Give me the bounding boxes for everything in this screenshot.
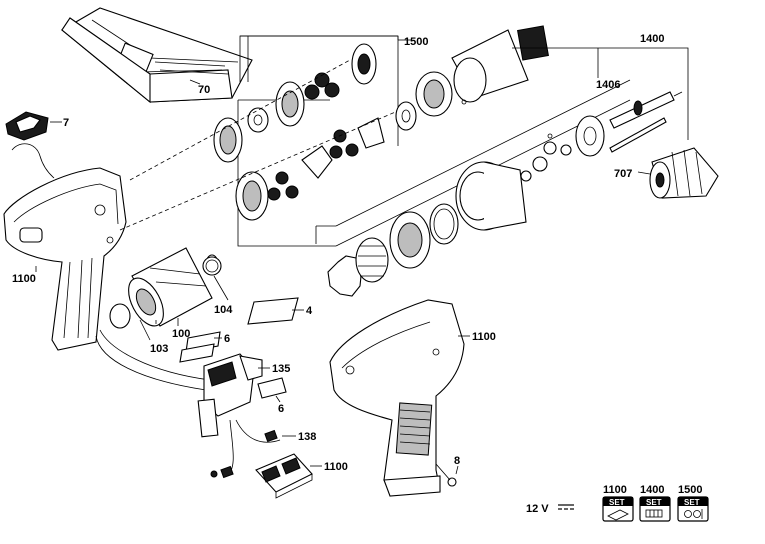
label-100: 100 bbox=[172, 328, 190, 340]
collar-spring-ring bbox=[429, 203, 459, 245]
set-1500-number: 1500 bbox=[678, 484, 702, 496]
ring-gear bbox=[415, 71, 453, 117]
label-1500: 1500 bbox=[404, 36, 428, 48]
set-1100-badge-text: SET bbox=[609, 498, 625, 507]
label-103: 103 bbox=[150, 343, 168, 355]
label-sticker bbox=[247, 297, 299, 325]
label-6-upper: 6 bbox=[224, 333, 230, 345]
label-1100-battery: 1100 bbox=[324, 461, 348, 473]
label-138: 138 bbox=[298, 431, 316, 443]
housing-half-right bbox=[329, 299, 465, 497]
label-1406: 1406 bbox=[596, 79, 620, 91]
bearing-set bbox=[520, 133, 572, 182]
gear-set-icon bbox=[684, 509, 703, 519]
motor-retaining-ring bbox=[202, 256, 222, 276]
keyless-chuck bbox=[649, 147, 719, 199]
trigger-switch bbox=[197, 353, 263, 438]
torque-collar bbox=[455, 161, 527, 231]
dc-symbol-icon bbox=[558, 504, 574, 510]
label-8: 8 bbox=[454, 455, 460, 467]
label-1400: 1400 bbox=[640, 33, 664, 45]
gearbox-set-icon bbox=[645, 509, 663, 518]
wire-connector bbox=[210, 429, 278, 479]
motor bbox=[109, 247, 219, 329]
voltage-label: 12 V bbox=[526, 503, 549, 515]
wiring-harness bbox=[95, 329, 281, 477]
label-1100-left: 1100 bbox=[12, 273, 36, 285]
housing-set-icon bbox=[607, 509, 629, 521]
spindle-shaft bbox=[609, 91, 683, 129]
label-135: 135 bbox=[272, 363, 290, 375]
label-707: 707 bbox=[614, 168, 632, 180]
battery-terminal-block bbox=[255, 453, 313, 499]
set-1100-badge: SET bbox=[602, 496, 634, 522]
label-7: 7 bbox=[63, 117, 69, 129]
set-1500-badge-text: SET bbox=[684, 498, 700, 507]
housing-screw bbox=[435, 463, 457, 487]
housing-half-left bbox=[3, 167, 127, 351]
label-104: 104 bbox=[214, 304, 233, 316]
set-1500-badge: SET bbox=[677, 496, 709, 522]
carry-case bbox=[61, 7, 253, 104]
spindle-lock-plate bbox=[575, 115, 605, 157]
label-1100-right: 1100 bbox=[472, 331, 496, 343]
set-1400-badge-text: SET bbox=[646, 498, 662, 507]
label-6-lower: 6 bbox=[278, 403, 284, 415]
label-70: 70 bbox=[198, 84, 210, 96]
chuck-screw bbox=[609, 117, 667, 153]
torque-clutch-assembly bbox=[315, 211, 431, 297]
switch-label-6-upper bbox=[179, 331, 221, 363]
gear-stage-upper bbox=[129, 43, 377, 181]
switch-label-6-lower bbox=[257, 377, 287, 399]
set-1400-badge: SET bbox=[639, 496, 671, 522]
label-4: 4 bbox=[306, 305, 313, 317]
thrust-washer bbox=[395, 101, 417, 131]
gearbox-housing bbox=[451, 25, 549, 103]
gear-stage-lower bbox=[119, 109, 401, 231]
set-1100-number: 1100 bbox=[603, 484, 627, 496]
switch-clip bbox=[5, 111, 55, 179]
set-1400-number: 1400 bbox=[640, 484, 664, 496]
